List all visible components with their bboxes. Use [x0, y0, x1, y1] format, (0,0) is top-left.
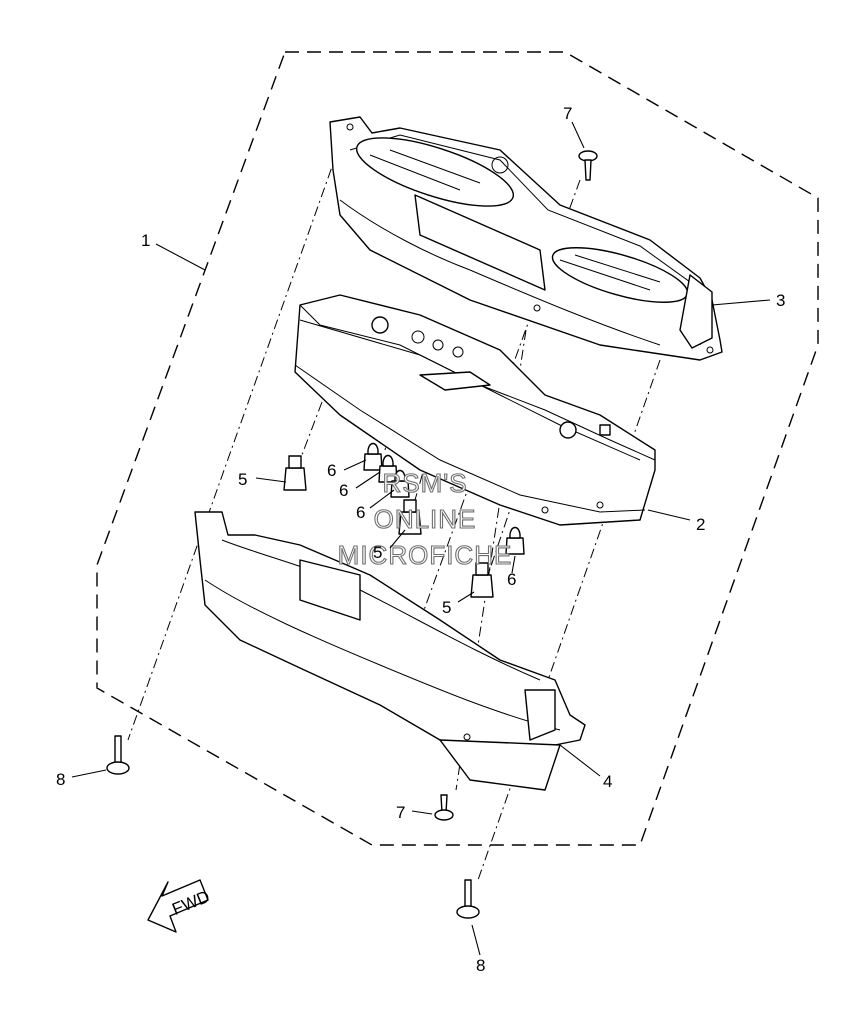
- screw-8-bottom: [456, 879, 480, 919]
- watermark-line-3: MICROFICHE: [338, 540, 513, 570]
- bulb-6d: [505, 526, 525, 555]
- leader-lines: [71, 121, 771, 956]
- screw-7-top: [578, 150, 598, 181]
- callout-6c: 6: [356, 503, 365, 522]
- callout-3: 3: [776, 291, 785, 310]
- callout-8b: 8: [476, 956, 485, 975]
- screw-8-left: [106, 735, 130, 775]
- meter-case: [194, 511, 586, 791]
- callout-8a: 8: [56, 770, 65, 789]
- callout-2: 2: [696, 515, 705, 534]
- bulb-socket-5c: [470, 562, 494, 598]
- callout-5c: 5: [442, 598, 451, 617]
- watermark: RSM'S ONLINE MICROFICHE: [337, 467, 513, 570]
- bulb-socket-5b: [398, 499, 422, 535]
- callout-5a: 5: [238, 470, 247, 489]
- screw-7-bottom: [434, 794, 454, 821]
- fwd-arrow: FWD: [147, 879, 212, 933]
- watermark-line-1: RSM'S: [382, 468, 467, 498]
- callout-6d: 6: [507, 570, 516, 589]
- callout-5b: 5: [373, 543, 382, 562]
- callout-4: 4: [603, 772, 612, 791]
- meter-cover: [329, 116, 723, 361]
- callout-7b: 7: [396, 803, 405, 822]
- assembly-boundary: [96, 51, 819, 846]
- bulb-socket-5a: [283, 455, 307, 491]
- callout-1: 1: [141, 231, 150, 250]
- callout-labels: 1 2 3 4 5 5 5 6 6 6 6 7 7 8 8: [56, 104, 785, 975]
- callout-7a: 7: [563, 104, 572, 123]
- watermark-line-2: ONLINE: [374, 504, 477, 534]
- meter-assembly: [294, 294, 656, 526]
- callout-6b: 6: [339, 481, 348, 500]
- callout-6a: 6: [327, 461, 336, 480]
